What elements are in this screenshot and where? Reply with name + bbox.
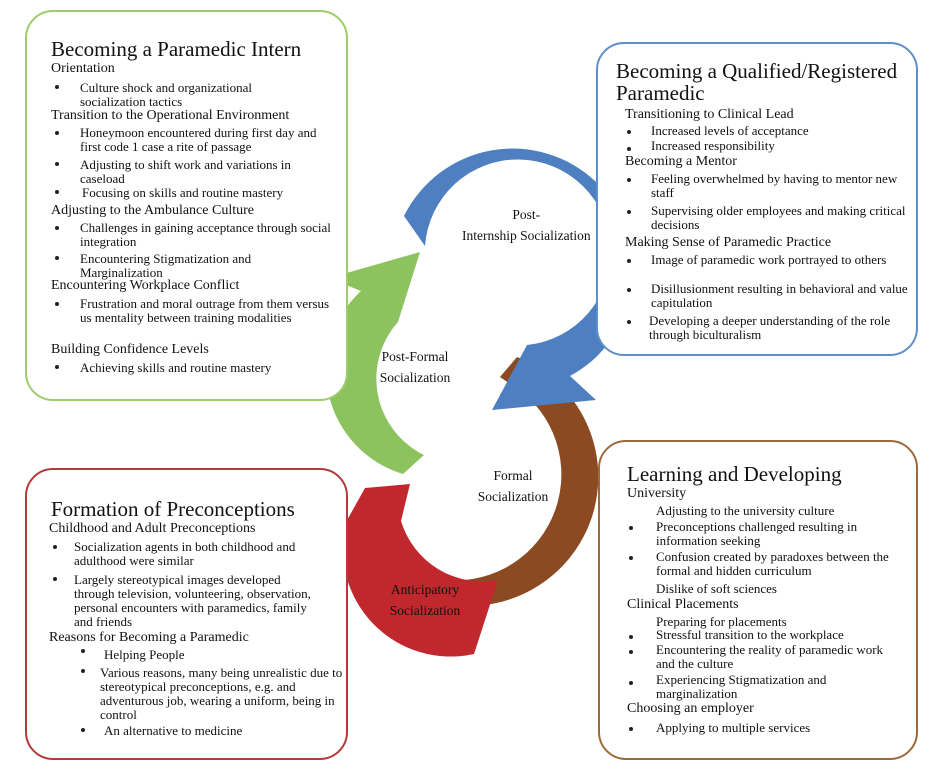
post-internship-socialization-arrow <box>404 148 634 411</box>
intern-heading: Orientation <box>51 61 115 76</box>
qualified-title: Becoming a Qualified/Registered Paramedi… <box>616 59 898 105</box>
bullet-icon <box>55 302 59 306</box>
learning-item: Experiencing Stigmatization and marginal… <box>656 672 827 701</box>
preconceptions-heading: Childhood and Adult Preconceptions <box>49 521 256 536</box>
learning-item: Dislike of soft sciences <box>656 581 777 596</box>
learning-item: Encountering the reality of paramedic wo… <box>656 642 884 671</box>
bullet-icon <box>629 556 633 560</box>
learning-item: Confusion created by paradoxes between t… <box>656 549 889 578</box>
intern-item: Adjusting to shift work and variations i… <box>80 157 291 186</box>
bullet-icon <box>627 178 631 182</box>
qualified-heading: Becoming a Mentor <box>625 154 737 169</box>
bullet-icon <box>627 130 631 134</box>
intern-item: Honeymoon encountered during first day a… <box>80 125 317 154</box>
bullet-icon <box>627 210 631 214</box>
intern-item: Frustration and moral outrage from them … <box>80 296 330 325</box>
bullet-icon <box>629 526 633 530</box>
post-internship-label: Post-Internship Socialization <box>462 207 591 243</box>
bullet-icon <box>629 681 633 685</box>
intern-item: Achieving skills and routine mastery <box>80 360 272 375</box>
intern-heading: Building Confidence Levels <box>51 342 209 357</box>
qualified-heading: Transitioning to Clinical Lead <box>625 107 794 122</box>
intern-heading: Transition to the Operational Environmen… <box>51 108 290 123</box>
bullet-icon <box>53 577 57 581</box>
qualified-item: Increased responsibility <box>651 138 775 153</box>
intern-item: Culture shock and organizational sociali… <box>80 80 252 109</box>
bullet-icon <box>55 162 59 166</box>
intern-item: Encountering Stigmatization and Marginal… <box>80 251 252 280</box>
preconceptions-heading: Reasons for Becoming a Paramedic <box>49 630 249 645</box>
qualified-heading: Making Sense of Paramedic Practice <box>625 235 832 250</box>
bullet-icon <box>627 147 631 151</box>
bullet-icon <box>627 259 631 263</box>
bullet-icon <box>53 545 57 549</box>
preconceptions-item: Various reasons, many being unrealistic … <box>100 665 343 722</box>
learning-heading: University <box>627 486 687 501</box>
qualified-item: Increased levels of acceptance <box>651 123 809 138</box>
intern-item: Challenges in gaining acceptance through… <box>80 220 331 249</box>
learning-title: Learning and Developing <box>627 462 842 486</box>
bullet-icon <box>55 256 59 260</box>
bullet-icon <box>629 650 633 654</box>
preconceptions-item: Largely stereotypical images developed t… <box>74 572 311 629</box>
bullet-icon <box>55 226 59 230</box>
bullet-icon <box>629 635 633 639</box>
intern-box <box>25 10 348 401</box>
learning-item: Stressful transition to the workplace <box>656 627 844 642</box>
qualified-item: Image of paramedic work portrayed to oth… <box>651 252 887 267</box>
intern-heading: Adjusting to the Ambulance Culture <box>51 203 254 218</box>
intern-title: Becoming a Paramedic Intern <box>51 37 302 61</box>
qualified-item: Feeling overwhelmed by having to mentor … <box>651 171 898 200</box>
bullet-icon <box>55 190 59 194</box>
learning-item: Adjusting to the university culture <box>656 503 835 518</box>
preconceptions-item: An alternative to medicine <box>104 723 243 738</box>
preconceptions-item: Helping People <box>104 647 185 662</box>
anticipatory-socialization-arrow <box>342 484 498 657</box>
intern-heading: Encountering Workplace Conflict <box>51 278 240 293</box>
qualified-item: Supervising older employees and making c… <box>651 203 906 232</box>
bullet-icon <box>55 131 59 135</box>
bullet-icon <box>627 288 631 292</box>
qualified-box <box>596 42 918 356</box>
learning-item: Applying to multiple services <box>656 720 811 735</box>
learning-box <box>598 440 918 760</box>
bullet-icon <box>629 727 633 731</box>
bullet-icon <box>81 728 85 732</box>
qualified-item: Developing a deeper understanding of the… <box>649 313 891 342</box>
preconceptions-title: Formation of Preconceptions <box>51 497 295 521</box>
bullet-icon <box>55 85 59 89</box>
preconceptions-box <box>25 468 348 760</box>
post-formal-socialization-arrow <box>326 252 424 474</box>
learning-heading: Clinical Placements <box>627 597 739 612</box>
qualified-item: Disillusionment resulting in behavioral … <box>651 281 908 310</box>
learning-heading: Choosing an employer <box>627 701 754 716</box>
learning-item: Preconceptions challenged resulting in i… <box>656 519 858 548</box>
preconceptions-item: Socialization agents in both childhood a… <box>74 539 296 568</box>
formal-socialization-arrow <box>438 357 599 606</box>
bullet-icon <box>81 649 85 653</box>
learning-item: Preparing for placements <box>656 614 787 629</box>
intern-item: Focusing on skills and routine mastery <box>82 185 284 200</box>
bullet-icon <box>81 669 85 673</box>
bullet-icon <box>627 320 631 324</box>
bullet-icon <box>55 365 59 369</box>
